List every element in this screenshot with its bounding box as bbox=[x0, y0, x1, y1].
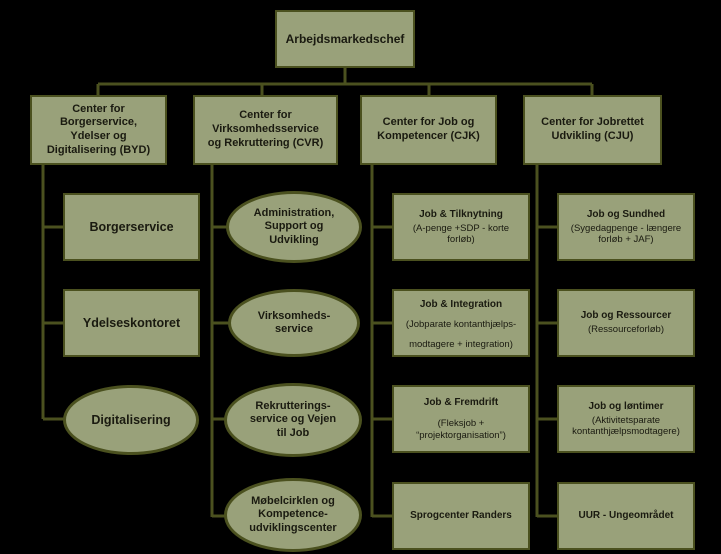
node-sprogcenter-randers: Sprogcenter Randers bbox=[392, 482, 530, 550]
header-cju-label: Center for Jobrettet Udvikling (CJU) bbox=[541, 116, 644, 142]
node-label: Ydelseskontoret bbox=[82, 316, 181, 330]
node-ydelseskontoret: Ydelseskontoret bbox=[63, 289, 200, 357]
node-subtitle: (Jobparate kontanthjælps-modtagere + int… bbox=[405, 319, 517, 350]
node-title: Job & Fremdrift bbox=[423, 397, 499, 409]
node-job-og-sundhed: Job og Sundhed (Sygedagpenge - længere fo… bbox=[557, 193, 695, 261]
node-label: Borgerservice bbox=[89, 220, 174, 234]
root-node-label: Arbejdsmarkedschef bbox=[285, 32, 405, 46]
node-subtitle: (Sygedagpenge - længere forløb + JAF) bbox=[570, 222, 682, 245]
node-label: Digitalisering bbox=[91, 413, 171, 427]
node-title: Job & Tilknytning bbox=[419, 208, 503, 220]
node-title: Job og Ressourcer bbox=[580, 310, 672, 322]
header-cju: Center for Jobrettet Udvikling (CJU) bbox=[523, 95, 662, 165]
node-title: UUR - Ungeområdet bbox=[578, 510, 674, 521]
node-subtitle: (Aktivitetsparate kontanthjælpsmodtagere… bbox=[572, 414, 680, 437]
node-virksomhedsservice: Virksomheds- service bbox=[228, 289, 360, 357]
header-cvr-label: Center for Virksomhedsservice og Rekrutt… bbox=[207, 109, 324, 149]
node-title: Job & Integration bbox=[419, 299, 503, 310]
node-job-fremdrift: Job & Fremdrift (Fleksjob + “projektorgan… bbox=[392, 385, 530, 453]
header-byd: Center for Borgerservice, Ydelser og Dig… bbox=[30, 95, 167, 165]
node-title: Sprogcenter Randers bbox=[410, 510, 512, 521]
node-job-og-lontimer: Job og løntimer (Aktivitetsparate kontant… bbox=[557, 385, 695, 453]
node-digitalisering: Digitalisering bbox=[63, 385, 199, 455]
node-rekrutteringsservice-vejen-til-job: Rekrutterings- service og Vejen til Job bbox=[224, 383, 362, 457]
node-subtitle: (A-penge +SDP - korte forløb) bbox=[412, 222, 510, 245]
node-mobelcirklen-kompetenceudviklingscenter: Møbelcirklen og Kompetence- udviklingsce… bbox=[224, 478, 362, 552]
node-title: Job og Sundhed bbox=[586, 208, 666, 220]
node-job-integration: Job & Integration (Jobparate kontanthjæl… bbox=[392, 289, 530, 357]
node-label: Rekrutterings- service og Vejen til Job bbox=[249, 400, 337, 439]
node-borgerservice: Borgerservice bbox=[63, 193, 200, 261]
root-node: Arbejdsmarkedschef bbox=[275, 10, 415, 68]
header-cjk-label: Center for Job og Kompetencer (CJK) bbox=[377, 116, 480, 142]
node-job-og-ressourcer: Job og Ressourcer (Ressourceforløb) bbox=[557, 289, 695, 357]
node-label: Administration, Support og Udvikling bbox=[253, 207, 335, 246]
header-cvr: Center for Virksomhedsservice og Rekrutt… bbox=[193, 95, 338, 165]
node-subtitle: (Ressourceforløb) bbox=[587, 324, 665, 336]
header-cjk: Center for Job og Kompetencer (CJK) bbox=[360, 95, 497, 165]
node-job-tilknytning: Job & Tilknytning (A-penge +SDP - korte f… bbox=[392, 193, 530, 261]
node-subtitle: (Fleksjob + “projektorganisation”) bbox=[416, 418, 506, 441]
header-byd-label: Center for Borgerservice, Ydelser og Dig… bbox=[46, 102, 151, 156]
node-label: Virksomheds- service bbox=[257, 309, 331, 335]
node-label: Møbelcirklen og Kompetence- udviklingsce… bbox=[249, 495, 337, 534]
node-uur-ungeomradet: UUR - Ungeområdet bbox=[557, 482, 695, 550]
node-title: Job og løntimer bbox=[588, 400, 664, 412]
node-administration-support-udvikling: Administration, Support og Udvikling bbox=[226, 191, 362, 263]
